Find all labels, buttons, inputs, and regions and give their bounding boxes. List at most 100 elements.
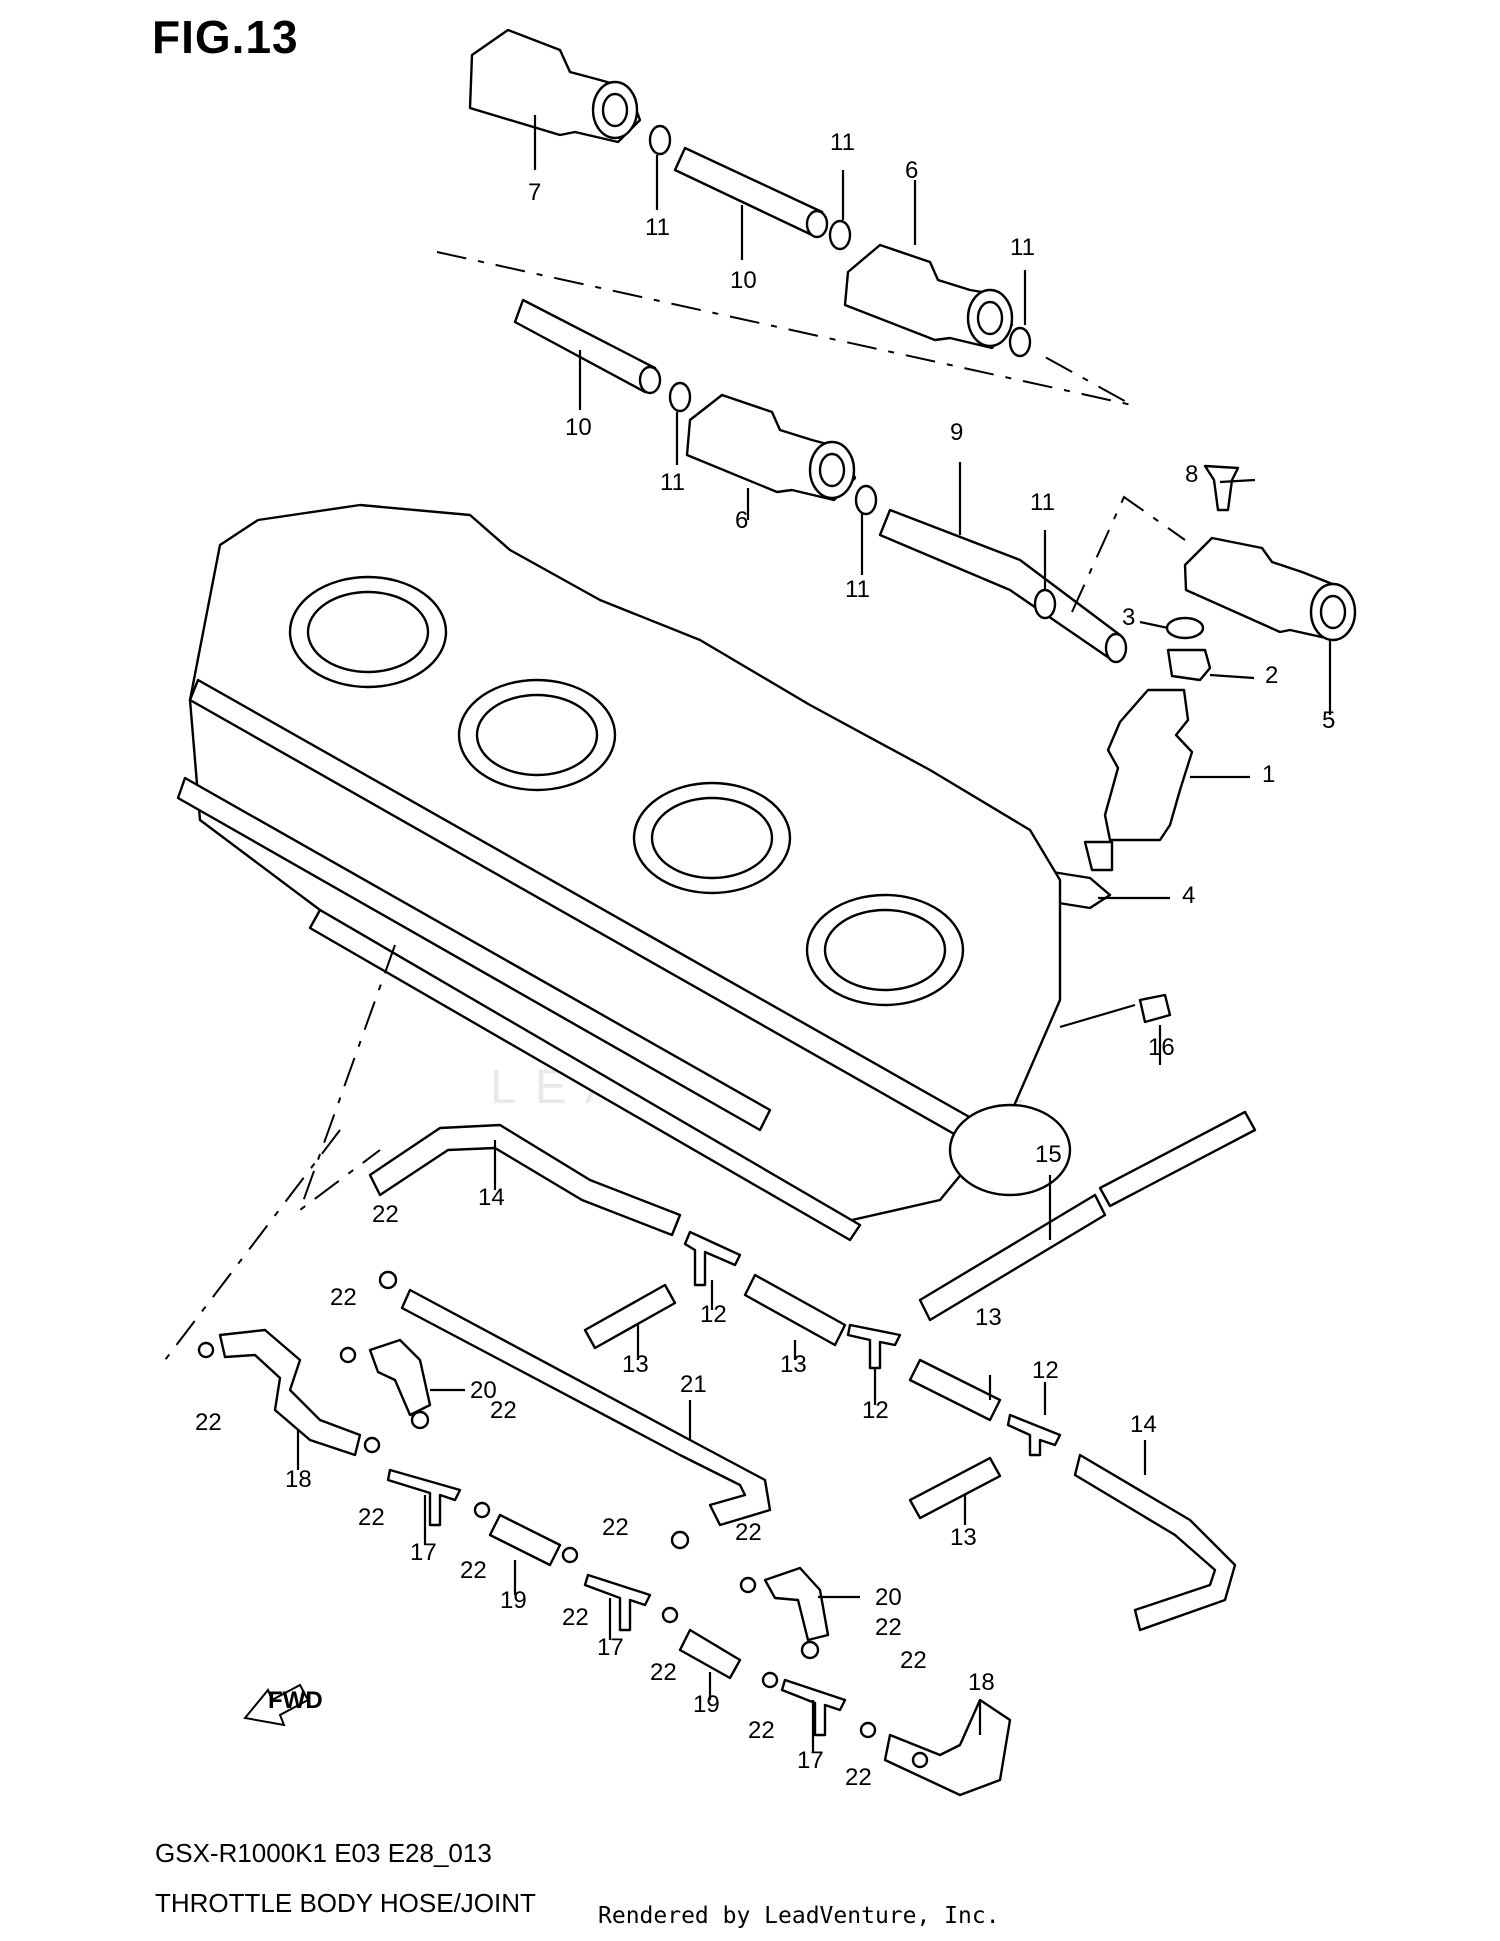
- fuel-injector-1: [1083, 688, 1250, 872]
- hose-14a: [368, 1123, 682, 1237]
- callout-13: 13: [622, 1351, 649, 1378]
- callout-22: 22: [735, 1519, 762, 1546]
- callout-14: 14: [478, 1184, 505, 1211]
- hose-20a: [368, 1338, 465, 1417]
- callout-13: 13: [950, 1524, 977, 1551]
- callout-22: 22: [845, 1764, 872, 1791]
- hose-19a: [488, 1513, 562, 1595]
- o-ring-11c: [1008, 270, 1032, 358]
- bolt-8: [1203, 464, 1256, 512]
- hose-20b: [763, 1566, 860, 1642]
- fuel-joint-6b: [685, 393, 857, 520]
- callout-22: 22: [562, 1604, 589, 1631]
- t-joint-12a: [683, 1230, 742, 1310]
- figure-caption: THROTTLE BODY HOSE/JOINT: [155, 1888, 536, 1918]
- hose-15: [918, 1110, 1257, 1322]
- callout-14: 14: [1130, 1411, 1157, 1438]
- pipe-16: [1059, 993, 1172, 1065]
- callout-22: 22: [748, 1717, 775, 1744]
- callout-11: 11: [645, 214, 670, 241]
- callout-17: 17: [797, 1747, 824, 1774]
- callout-22: 22: [195, 1409, 222, 1436]
- callout-11: 11: [660, 469, 685, 496]
- callout-9: 9: [950, 419, 963, 446]
- callout-12: 12: [1032, 1357, 1059, 1384]
- o-ring-11b: [828, 170, 852, 251]
- callout-19: 19: [693, 1691, 720, 1718]
- callout-8: 8: [1185, 461, 1198, 488]
- hose-18a: [218, 1328, 362, 1470]
- callout-19: 19: [500, 1587, 527, 1614]
- callout-7: 7: [528, 179, 541, 206]
- callout-22: 22: [358, 1504, 385, 1531]
- dashed-guide-mid: [1071, 495, 1186, 613]
- callout-22: 22: [372, 1201, 399, 1228]
- fuel-joint-6a: [843, 180, 1014, 350]
- fwd-label: FWD: [268, 1687, 323, 1714]
- o-ring-11a: [648, 124, 672, 210]
- callout-5: 5: [1322, 707, 1335, 734]
- fwd-arrow-icon: FWD: [243, 1683, 323, 1727]
- callout-20: 20: [470, 1377, 497, 1404]
- callout-13: 13: [975, 1304, 1002, 1331]
- t-joint-17a: [386, 1468, 462, 1545]
- callout-22: 22: [900, 1647, 927, 1674]
- t-joint-12b: [846, 1323, 902, 1405]
- callout-11: 11: [1010, 234, 1035, 261]
- callout-1: 1: [1262, 761, 1275, 788]
- cushion-2: [1166, 648, 1255, 682]
- callout-10: 10: [565, 414, 592, 441]
- hose-14b: [1073, 1440, 1237, 1632]
- hose-21: [400, 1288, 772, 1527]
- callout-10: 10: [730, 267, 757, 294]
- callout-22: 22: [330, 1284, 357, 1311]
- clamps-22: [197, 1270, 929, 1769]
- hose-13a: [583, 1283, 677, 1360]
- pipe-10b: [513, 298, 662, 410]
- callout-11: 11: [845, 576, 870, 603]
- callout-4: 4: [1182, 882, 1195, 909]
- fuel-joint-5: [1183, 536, 1357, 715]
- callout-13: 13: [780, 1351, 807, 1378]
- callout-labels: 7 11 10 11 6 11 10 11 6 11 9 11 8 3 2 5 …: [195, 129, 1335, 1791]
- hose-19b: [678, 1628, 742, 1700]
- rendered-by-credit: Rendered by LeadVenture, Inc.: [598, 1903, 1000, 1929]
- callout-22: 22: [490, 1397, 517, 1424]
- t-joint-17b: [583, 1573, 652, 1640]
- callout-22: 22: [875, 1614, 902, 1641]
- fuel-joint-7: [468, 28, 642, 170]
- callout-16: 16: [1148, 1034, 1175, 1061]
- pipe-9: [878, 462, 1128, 664]
- model-code: GSX-R1000K1 E03 E28_013: [155, 1838, 492, 1868]
- dashed-guide-lower: [164, 1129, 341, 1361]
- callout-22: 22: [650, 1659, 677, 1686]
- callout-12: 12: [700, 1301, 727, 1328]
- o-ring-11e: [854, 484, 878, 575]
- callout-11: 11: [830, 129, 855, 156]
- callout-22: 22: [602, 1514, 629, 1541]
- callout-3: 3: [1122, 604, 1135, 631]
- callout-12: 12: [862, 1397, 889, 1424]
- hose-18b: [883, 1698, 1012, 1797]
- figure-title: FIG.13: [152, 11, 299, 63]
- callout-6: 6: [905, 157, 918, 184]
- t-joint-12c: [1006, 1382, 1062, 1457]
- callout-11: 11: [1030, 489, 1055, 516]
- callout-2: 2: [1265, 662, 1278, 689]
- hose-13c: [908, 1358, 1002, 1422]
- hose-13b: [743, 1273, 847, 1360]
- pipe-10a: [673, 146, 829, 260]
- o-ring-11f: [1033, 530, 1057, 620]
- callout-17: 17: [410, 1539, 437, 1566]
- callout-15: 15: [1035, 1141, 1062, 1168]
- callout-18: 18: [285, 1466, 312, 1493]
- callout-18: 18: [968, 1669, 995, 1696]
- callout-22: 22: [460, 1557, 487, 1584]
- callout-20: 20: [875, 1584, 902, 1611]
- callout-6: 6: [735, 507, 748, 534]
- o-ring-3: [1139, 616, 1205, 640]
- hose-13d: [908, 1456, 1002, 1525]
- throttle-body: [176, 503, 1072, 1242]
- o-ring-11d: [668, 381, 692, 465]
